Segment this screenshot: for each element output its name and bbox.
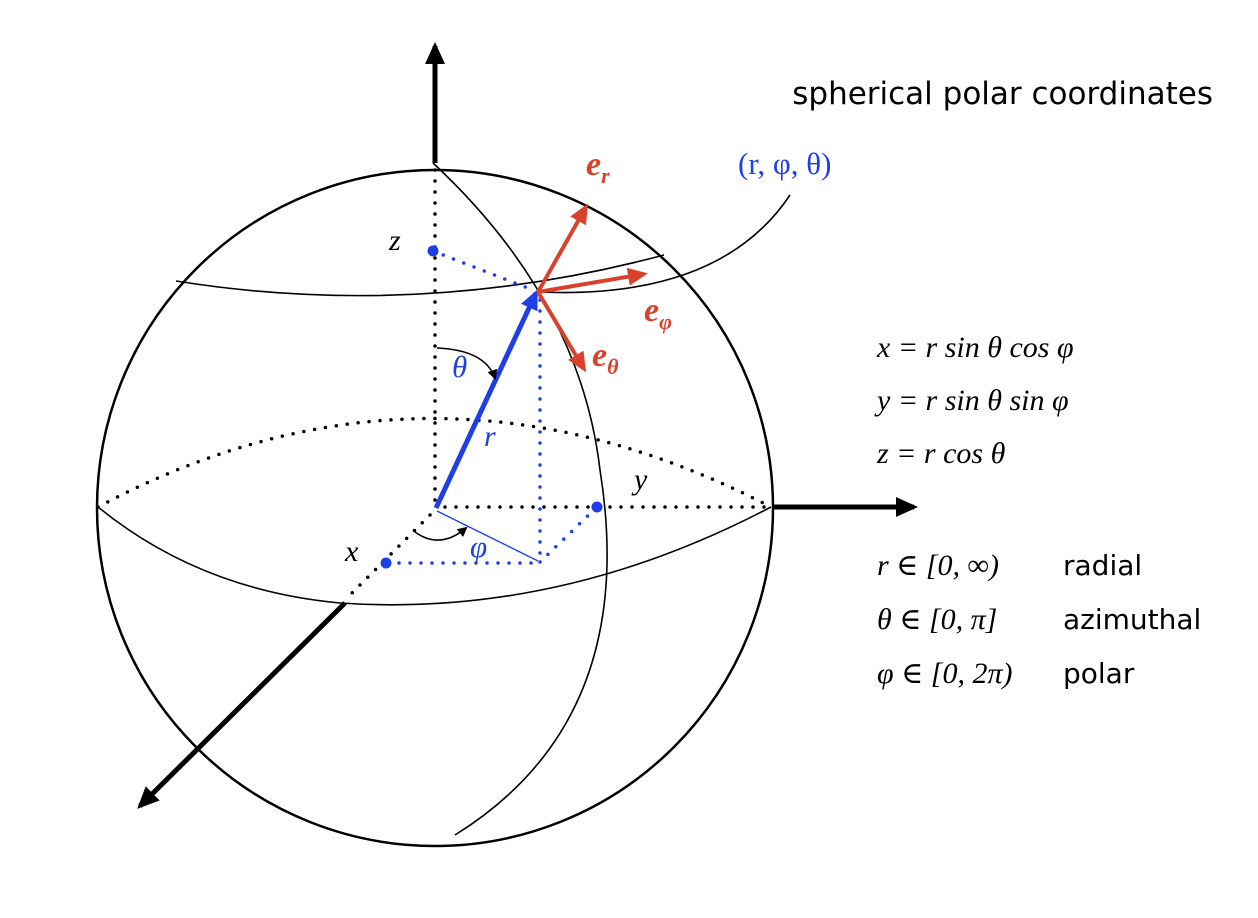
y-label: y xyxy=(631,463,648,496)
range-r-name: radial xyxy=(1063,549,1142,582)
point-leader-line xyxy=(537,194,791,294)
phi-label: φ xyxy=(470,529,487,564)
range-phi-expr: φ ∈ [0, 2π) xyxy=(877,657,1013,690)
range-phi-name: polar xyxy=(1063,657,1135,690)
x-label: x xyxy=(344,535,359,568)
equation-z: z = r cos θ xyxy=(876,437,1006,470)
range-theta-name: azimuthal xyxy=(1063,603,1201,636)
x-axis xyxy=(137,601,347,809)
equator-back xyxy=(96,416,773,509)
z-label: z xyxy=(388,224,401,257)
meridian-curve xyxy=(432,162,608,836)
latitude-curve xyxy=(175,254,665,297)
y-dot xyxy=(591,501,603,513)
range-r-expr: r ∈ [0, ∞) xyxy=(877,549,999,582)
range-theta-expr: θ ∈ [0, π] xyxy=(877,603,997,636)
e-r-label: er xyxy=(586,146,610,188)
x-dot xyxy=(380,557,392,569)
sphere-outline xyxy=(95,168,775,848)
r-label: r xyxy=(484,420,496,453)
e-phi-label: eφ xyxy=(644,292,672,334)
z-dot xyxy=(427,245,439,257)
e-theta-label: eθ xyxy=(592,337,619,379)
xy-projection-line xyxy=(436,510,539,562)
radius-vector xyxy=(433,289,539,510)
y-projection-line xyxy=(538,505,599,564)
x-axis-dotted xyxy=(343,513,432,602)
e-theta-vector xyxy=(536,290,587,373)
theta-arc xyxy=(436,347,498,380)
equator-front xyxy=(97,506,772,606)
equation-y: y = r sin θ sin φ xyxy=(874,384,1069,417)
phi-arc xyxy=(414,526,468,541)
e-phi-vector xyxy=(537,267,648,294)
e-r-vector xyxy=(536,203,588,293)
z-projection-line xyxy=(431,249,535,292)
theta-label: θ xyxy=(452,349,467,384)
equation-x: x = r sin θ cos φ xyxy=(876,331,1074,364)
diagram-title: spherical polar coordinates xyxy=(792,76,1213,112)
point-label: (r, φ, θ) xyxy=(738,146,831,181)
